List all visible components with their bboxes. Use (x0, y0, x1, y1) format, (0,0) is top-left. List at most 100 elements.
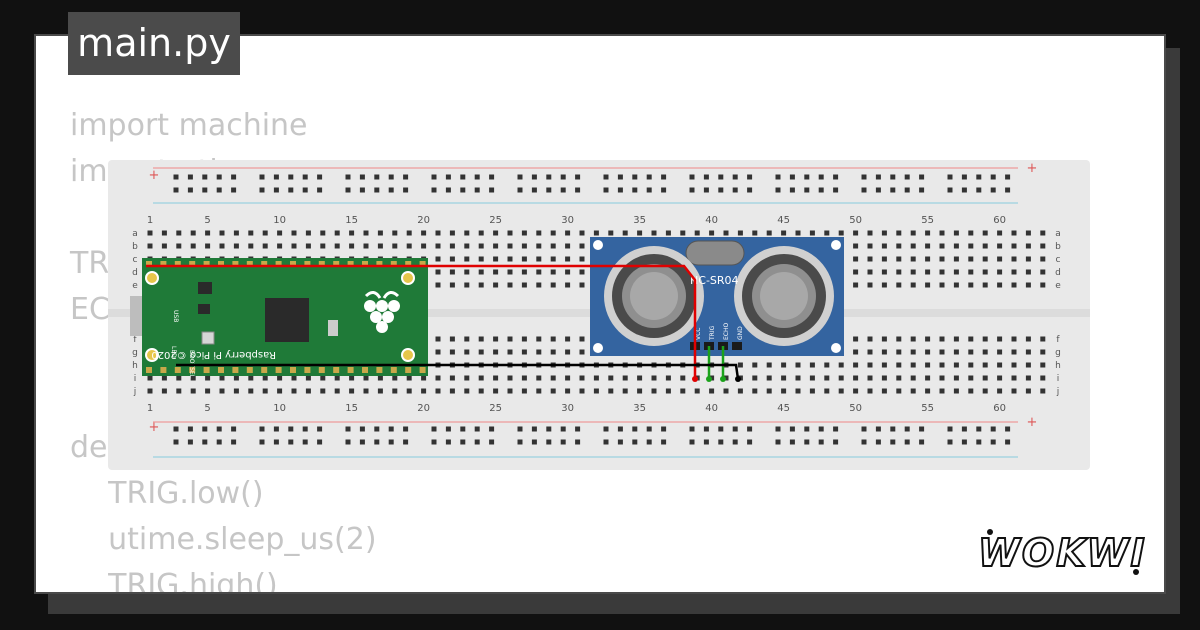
breadboard-hole[interactable] (632, 187, 638, 193)
breadboard-hole[interactable] (775, 174, 781, 180)
wire-vcc[interactable] (146, 264, 697, 379)
pico-pin[interactable] (246, 261, 253, 267)
pico-pin[interactable] (246, 367, 253, 373)
breadboard-hole[interactable] (489, 439, 495, 445)
breadboard-hole[interactable] (202, 187, 208, 193)
breadboard-hole[interactable] (896, 269, 902, 275)
breadboard-hole[interactable] (464, 243, 470, 249)
breadboard-hole[interactable] (536, 336, 542, 342)
breadboard-hole[interactable] (766, 230, 772, 236)
pico-pin[interactable] (189, 367, 196, 373)
breadboard-hole[interactable] (493, 375, 499, 381)
breadboard-hole[interactable] (953, 256, 959, 262)
breadboard-hole[interactable] (781, 362, 787, 368)
breadboard-hole[interactable] (435, 336, 441, 342)
breadboard-hole[interactable] (939, 269, 945, 275)
breadboard-hole[interactable] (861, 439, 867, 445)
breadboard-hole[interactable] (320, 375, 326, 381)
breadboard-hole[interactable] (1005, 439, 1011, 445)
breadboard-hole[interactable] (464, 388, 470, 394)
breadboard-hole[interactable] (867, 230, 873, 236)
breadboard-hole[interactable] (464, 349, 470, 355)
breadboard-hole[interactable] (896, 388, 902, 394)
breadboard-hole[interactable] (536, 388, 542, 394)
breadboard-hole[interactable] (233, 388, 239, 394)
breadboard-hole[interactable] (838, 375, 844, 381)
breadboard-hole[interactable] (507, 282, 513, 288)
breadboard-hole[interactable] (867, 349, 873, 355)
breadboard-hole[interactable] (632, 426, 638, 432)
breadboard-hole[interactable] (968, 336, 974, 342)
breadboard-hole[interactable] (147, 243, 153, 249)
breadboard-hole[interactable] (781, 375, 787, 381)
breadboard-hole[interactable] (982, 230, 988, 236)
breadboard-hole[interactable] (317, 187, 323, 193)
breadboard-hole[interactable] (593, 375, 599, 381)
breadboard-hole[interactable] (1011, 243, 1017, 249)
breadboard-hole[interactable] (694, 230, 700, 236)
breadboard-hole[interactable] (288, 426, 294, 432)
breadboard-hole[interactable] (579, 388, 585, 394)
breadboard-hole[interactable] (1040, 269, 1046, 275)
breadboard-hole[interactable] (781, 388, 787, 394)
breadboard-hole[interactable] (521, 243, 527, 249)
breadboard-hole[interactable] (1011, 336, 1017, 342)
breadboard-hole[interactable] (1011, 362, 1017, 368)
breadboard-hole[interactable] (517, 439, 523, 445)
breadboard-hole[interactable] (435, 375, 441, 381)
breadboard-hole[interactable] (579, 349, 585, 355)
breadboard-hole[interactable] (489, 426, 495, 432)
breadboard-hole[interactable] (262, 375, 268, 381)
breadboard-hole[interactable] (853, 269, 859, 275)
breadboard-hole[interactable] (732, 187, 738, 193)
breadboard-hole[interactable] (646, 187, 652, 193)
breadboard-hole[interactable] (406, 243, 412, 249)
breadboard-hole[interactable] (875, 187, 881, 193)
breadboard-hole[interactable] (775, 426, 781, 432)
breadboard-hole[interactable] (637, 375, 643, 381)
breadboard-hole[interactable] (435, 282, 441, 288)
breadboard-hole[interactable] (536, 349, 542, 355)
breadboard-hole[interactable] (795, 388, 801, 394)
breadboard-hole[interactable] (881, 269, 887, 275)
breadboard-hole[interactable] (718, 426, 724, 432)
breadboard-hole[interactable] (953, 282, 959, 288)
breadboard-hole[interactable] (205, 230, 211, 236)
breadboard-hole[interactable] (910, 243, 916, 249)
breadboard-hole[interactable] (262, 388, 268, 394)
breadboard-hole[interactable] (939, 256, 945, 262)
breadboard-hole[interactable] (809, 230, 815, 236)
breadboard-hole[interactable] (853, 388, 859, 394)
breadboard-hole[interactable] (809, 375, 815, 381)
breadboard-hole[interactable] (752, 362, 758, 368)
breadboard-hole[interactable] (1040, 375, 1046, 381)
breadboard-hole[interactable] (925, 269, 931, 275)
wires[interactable] (146, 264, 741, 382)
breadboard-hole[interactable] (925, 282, 931, 288)
breadboard-hole[interactable] (997, 282, 1003, 288)
breadboard-hole[interactable] (990, 187, 996, 193)
breadboard-hole[interactable] (550, 269, 556, 275)
breadboard-hole[interactable] (374, 187, 380, 193)
breadboard-hole[interactable] (680, 388, 686, 394)
breadboard-hole[interactable] (804, 439, 810, 445)
breadboard-hole[interactable] (493, 269, 499, 275)
breadboard-hole[interactable] (968, 388, 974, 394)
breadboard-hole[interactable] (789, 174, 795, 180)
breadboard-hole[interactable] (904, 187, 910, 193)
breadboard-hole[interactable] (531, 439, 537, 445)
breadboard-hole[interactable] (288, 174, 294, 180)
breadboard-hole[interactable] (853, 230, 859, 236)
breadboard-hole[interactable] (273, 426, 279, 432)
breadboard-hole[interactable] (680, 230, 686, 236)
breadboard-hole[interactable] (689, 426, 695, 432)
breadboard-hole[interactable] (531, 426, 537, 432)
breadboard-hole[interactable] (460, 187, 466, 193)
breadboard-hole[interactable] (910, 336, 916, 342)
breadboard-hole[interactable] (176, 243, 182, 249)
breadboard-hole[interactable] (317, 174, 323, 180)
breadboard-hole[interactable] (219, 388, 225, 394)
breadboard-hole[interactable] (273, 174, 279, 180)
breadboard-hole[interactable] (449, 388, 455, 394)
breadboard-hole[interactable] (632, 174, 638, 180)
